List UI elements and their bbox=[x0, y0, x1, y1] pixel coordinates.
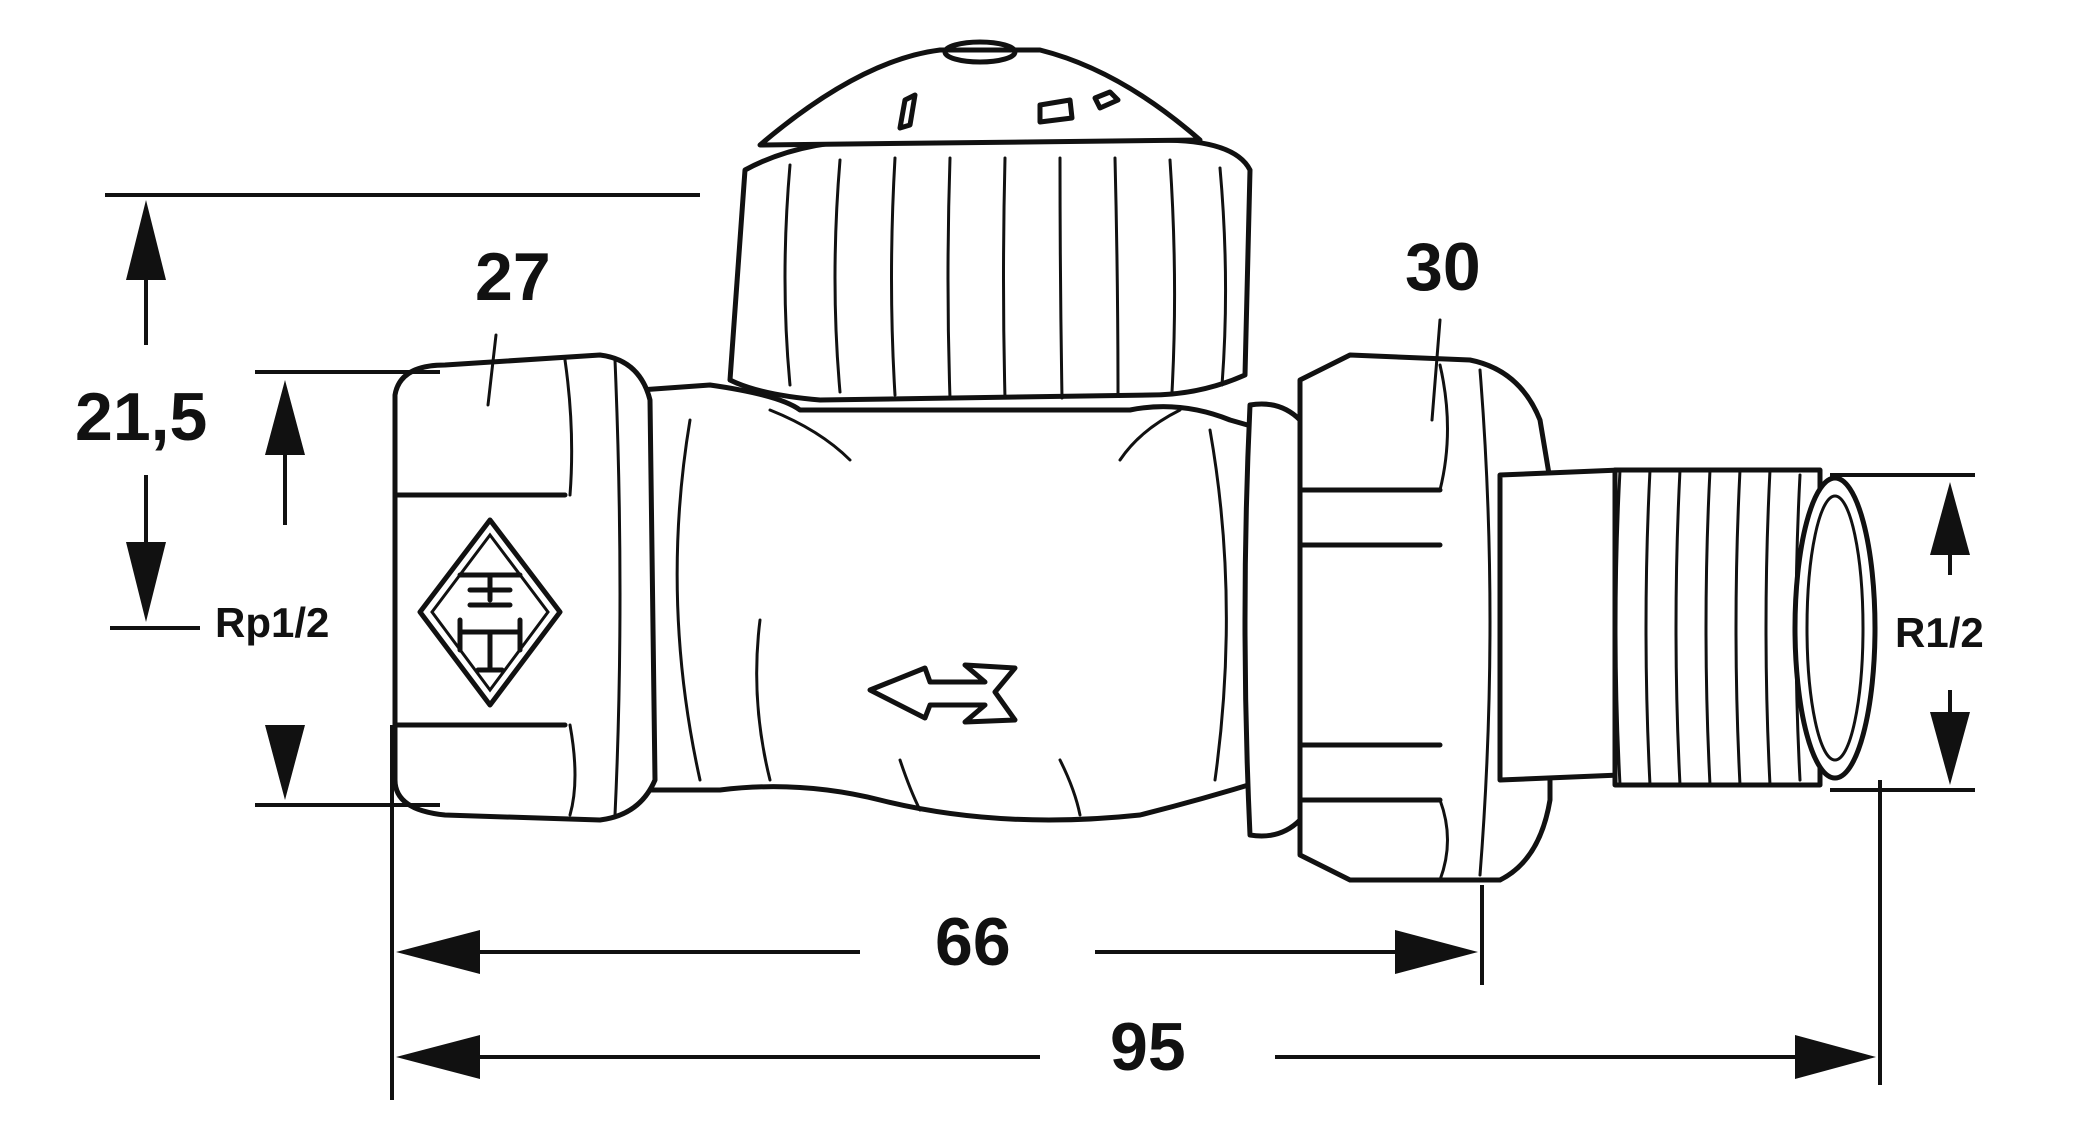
wrench-size-right-label: 30 bbox=[1405, 229, 1481, 305]
flow-direction-arrow-icon bbox=[867, 662, 1018, 725]
height-dimension-label: 21,5 bbox=[75, 379, 207, 455]
threaded-tailpiece bbox=[1497, 467, 1878, 788]
length-total-label: 95 bbox=[1110, 1009, 1186, 1085]
dimension-arrowheads bbox=[126, 200, 1970, 1079]
right-union-nut bbox=[1242, 352, 1553, 883]
wrench-size-left-label: 27 bbox=[475, 239, 551, 315]
valve-body bbox=[625, 382, 1268, 823]
length-short-label: 66 bbox=[935, 904, 1011, 980]
inlet-thread-label: Rp1/2 bbox=[215, 599, 329, 646]
left-hex-nut bbox=[392, 352, 658, 823]
outlet-thread-label: R1/2 bbox=[1895, 609, 1984, 656]
heimeier-diamond-logo bbox=[417, 517, 563, 708]
handwheel-cap bbox=[727, 39, 1253, 403]
